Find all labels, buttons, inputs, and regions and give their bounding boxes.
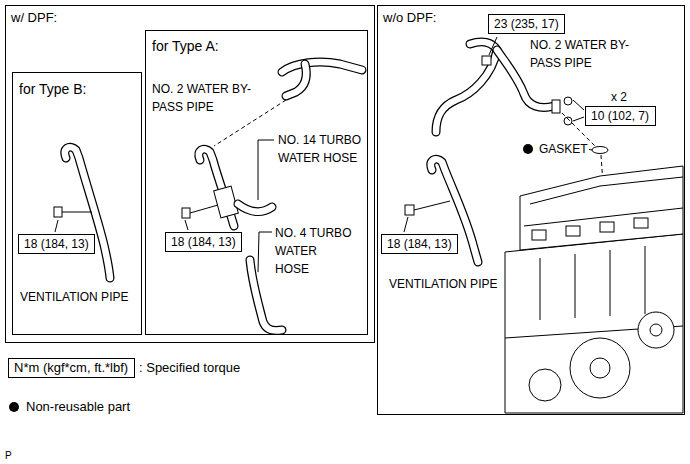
bolt-shaft	[62, 212, 92, 213]
ventilation-pipe	[65, 147, 110, 278]
pulley	[570, 338, 630, 398]
turbo-water-hose	[238, 204, 272, 212]
quantity-label: x 2	[611, 88, 627, 106]
bolt-shaft	[190, 205, 218, 213]
bolt-head	[182, 208, 190, 218]
panel-title: for Type B:	[19, 81, 135, 97]
torque-value: 18 (184, 13)	[166, 233, 241, 251]
part-name: NO. 4 TURBO WATER HOSE	[275, 224, 354, 278]
bolt-head	[54, 207, 62, 217]
part-name: NO. 2 WATER BY-PASS PIPE	[530, 36, 630, 72]
ventilation-pipe	[65, 147, 110, 278]
bolt-shaft	[414, 201, 450, 210]
water-bypass-pipe	[436, 42, 497, 132]
torque-value-box: 10 (102, 7)	[585, 106, 656, 126]
engine-detail	[505, 246, 683, 338]
leader-line	[404, 217, 408, 232]
leader-line	[185, 220, 188, 230]
nut	[564, 117, 572, 125]
bolt-head	[405, 205, 414, 215]
legend-torque-box: N*m (kgf*cm, ft.*lbf)	[8, 358, 135, 378]
water-bypass-pipe	[286, 64, 306, 96]
engine-detail	[600, 222, 614, 232]
part-name: NO. 14 TURBO WATER HOSE	[278, 131, 370, 167]
torque-value-box: 18 (184, 13)	[165, 232, 242, 252]
water-bypass-pipe	[286, 64, 306, 96]
leader-line	[55, 220, 58, 232]
torque-unit: N*m (kgf*cm, ft.*lbf)	[9, 359, 133, 377]
assembly-line	[214, 100, 286, 146]
engine-detail	[532, 230, 546, 240]
engine-detail	[566, 226, 580, 236]
legend-entry: Non-reusable part	[8, 398, 130, 416]
gasket	[592, 147, 608, 154]
page-mark: P	[5, 447, 12, 464]
torque-value: 10 (102, 7)	[586, 107, 654, 125]
part-name: VENTILATION PIPE	[20, 288, 128, 306]
torque-value-box: 18 (184, 13)	[18, 234, 95, 254]
pulley	[650, 324, 662, 336]
torque-value: 18 (184, 13)	[382, 235, 457, 253]
panel-title: w/o DPF:	[383, 10, 679, 26]
engine-detail	[524, 177, 683, 226]
nut	[564, 97, 572, 105]
water-bypass-pipe	[282, 62, 362, 72]
part-name: GASKET	[538, 140, 589, 158]
engine-detail	[634, 218, 648, 228]
pipe-flange	[552, 100, 560, 113]
engine-block	[505, 234, 683, 413]
water-bypass-pipe	[436, 42, 497, 132]
legend-text: : Specified torque	[139, 359, 240, 377]
leader-line	[258, 140, 274, 200]
section-panel: 18 (184, 13) for Type A:	[145, 30, 368, 335]
panel-title: w/ DPF:	[11, 10, 369, 26]
cylinder-head	[520, 166, 683, 250]
non-reusable-mark	[8, 400, 22, 414]
legend-text: Non-reusable part	[26, 398, 130, 416]
torque-value: 23 (235, 17)	[489, 15, 564, 33]
non-reusable-mark	[523, 144, 533, 154]
torque-value-box: 23 (235, 17)	[488, 14, 565, 34]
part-name: NO. 2 WATER BY-PASS PIPE	[152, 80, 252, 116]
leader-line	[573, 100, 584, 121]
leader-line	[258, 232, 272, 272]
non-reusable-dot	[9, 402, 19, 412]
legend-entry: : Specified torque	[139, 359, 240, 377]
pulley	[529, 369, 561, 401]
bolt-head	[482, 56, 491, 65]
part-name: VENTILATION PIPE	[388, 275, 498, 293]
water-bypass-pipe	[282, 62, 362, 72]
torque-value: 18 (184, 13)	[19, 235, 94, 253]
turbo-water-hose	[238, 204, 272, 212]
leader-line	[489, 37, 497, 55]
pulley	[638, 312, 674, 348]
panel-title: for Type A:	[152, 38, 361, 54]
pulley	[590, 358, 610, 378]
torque-value-box: 18 (184, 13)	[381, 234, 458, 254]
